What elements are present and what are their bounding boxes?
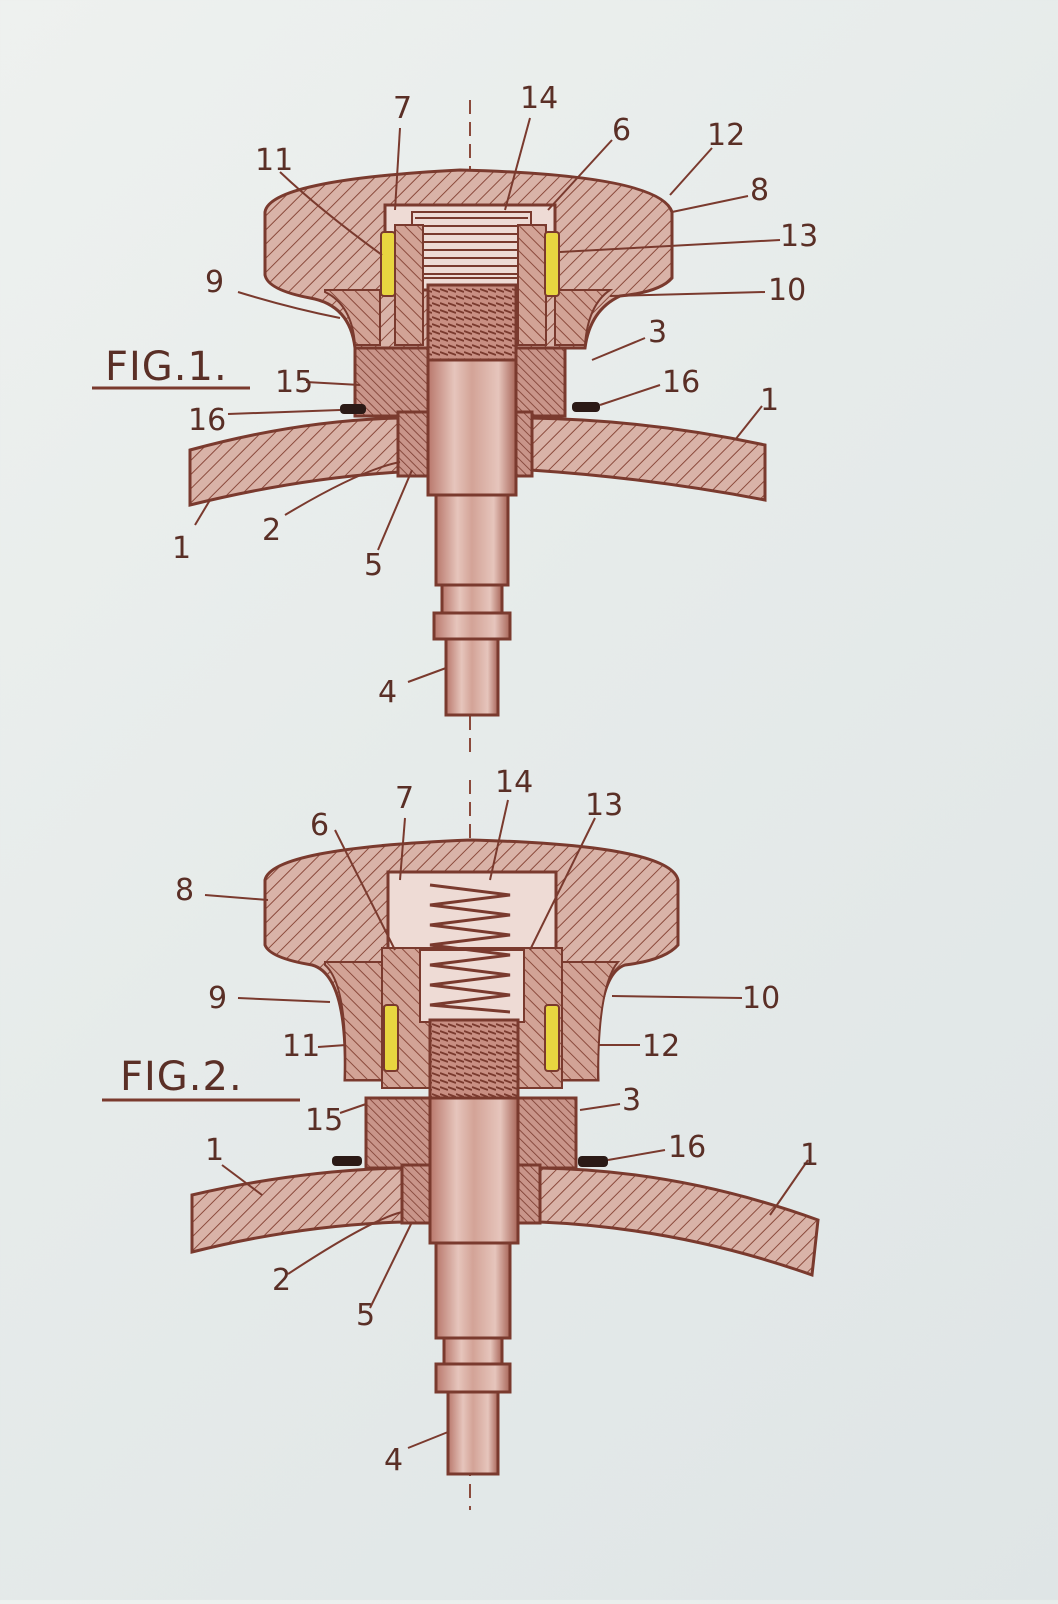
- label2-5: 5: [356, 1298, 375, 1333]
- ring-right-2: [559, 961, 621, 1081]
- label-16-right: 16: [662, 365, 700, 400]
- sleeve-right: [517, 224, 547, 346]
- shaft-middle: [434, 493, 510, 587]
- panel-left-2: [190, 1166, 404, 1254]
- label-3: 3: [648, 315, 667, 350]
- gasket-right-2: [578, 1156, 608, 1167]
- key-left-2: [383, 1004, 399, 1072]
- gasket-right: [572, 402, 600, 412]
- label-14: 14: [520, 81, 558, 116]
- shaft-neck-2: [442, 1336, 504, 1366]
- label2-15: 15: [305, 1103, 343, 1138]
- panel-right-2: [538, 1166, 820, 1278]
- label2-10: 10: [742, 981, 780, 1016]
- label2-1-left: 1: [205, 1133, 224, 1168]
- label-10: 10: [768, 273, 806, 308]
- shaft-lower: [444, 637, 500, 717]
- label-9: 9: [205, 265, 224, 300]
- label-4: 4: [378, 675, 397, 710]
- figure-2-title: FIG.2.: [120, 1054, 243, 1100]
- ring-left: [324, 289, 381, 346]
- label2-16: 16: [668, 1130, 706, 1165]
- label2-11: 11: [282, 1029, 320, 1064]
- leader-lines-fig2: [204, 799, 809, 1449]
- label2-14: 14: [495, 765, 533, 800]
- label-8: 8: [750, 173, 769, 208]
- shaft-middle-2: [434, 1241, 512, 1340]
- labels-fig2: 7 14 13 6 8 9 10 11 12 3 15 16 1 1 2 5 4: [175, 765, 819, 1478]
- label-1-left: 1: [172, 531, 191, 566]
- shaft-thread-2: [428, 1018, 520, 1100]
- label-15: 15: [275, 365, 313, 400]
- ring-left-2: [324, 961, 383, 1081]
- label2-3: 3: [622, 1083, 641, 1118]
- shaft-thread: [426, 283, 518, 362]
- gasket-left-2: [332, 1156, 362, 1166]
- shaft-collar: [432, 611, 512, 641]
- ring-right: [554, 289, 614, 346]
- figure-1: 7 14 6 12 11 8 13 9 10 3 15 16 16 1 1 2 …: [92, 81, 818, 760]
- label2-13: 13: [585, 788, 623, 823]
- label-11: 11: [255, 143, 293, 178]
- label-16-left: 16: [188, 403, 226, 438]
- label2-2: 2: [272, 1263, 291, 1298]
- label-6: 6: [612, 113, 631, 148]
- figure-2: 7 14 13 6 8 9 10 11 12 3 15 16 1 1 2 5 4…: [102, 765, 820, 1510]
- key-left: [380, 231, 396, 297]
- shaft-collar-2: [434, 1362, 512, 1394]
- labels-fig1: 7 14 6 12 11 8 13 9 10 3 15 16 16 1 1 2 …: [172, 81, 818, 710]
- label2-1-right: 1: [800, 1138, 819, 1173]
- label2-7: 7: [395, 781, 414, 816]
- label-12: 12: [707, 118, 745, 153]
- label2-6: 6: [310, 808, 329, 843]
- label-13: 13: [780, 219, 818, 254]
- key-right: [544, 231, 560, 297]
- gasket-left: [340, 404, 366, 414]
- label2-9: 9: [208, 981, 227, 1016]
- label2-4: 4: [384, 1443, 403, 1478]
- shaft-neck: [440, 583, 504, 615]
- shaft-upper: [426, 358, 518, 497]
- leader-lines-fig1: [194, 117, 781, 683]
- panel-right: [528, 416, 767, 502]
- label-1-right: 1: [760, 383, 779, 418]
- label2-12: 12: [642, 1029, 680, 1064]
- sleeve-left: [394, 224, 424, 346]
- figure-1-title: FIG.1.: [105, 344, 228, 390]
- spring-2: [429, 883, 511, 1014]
- shaft-lower-2: [446, 1390, 500, 1476]
- label2-8: 8: [175, 873, 194, 908]
- label-7: 7: [393, 91, 412, 126]
- shaft-upper-2: [428, 1096, 520, 1245]
- label-5: 5: [364, 548, 383, 583]
- label-2: 2: [262, 513, 281, 548]
- key-right-2: [544, 1004, 560, 1072]
